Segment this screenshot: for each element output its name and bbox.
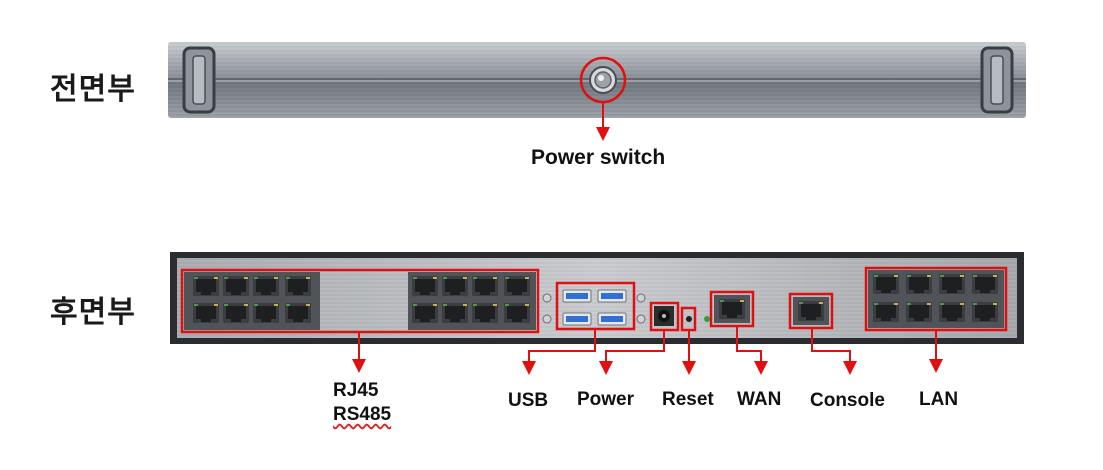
- rj45-label: RJ45: [333, 380, 379, 401]
- front-side-label: 전면부: [50, 72, 136, 107]
- front-panel: [168, 42, 1026, 118]
- right-rack-handle: [980, 46, 1014, 114]
- power-jack: [654, 306, 674, 326]
- usb-label: USB: [508, 390, 549, 411]
- wan-highlight: [709, 290, 755, 328]
- rear-side-label: 후면부: [50, 295, 136, 330]
- power-label: Power: [577, 389, 635, 410]
- callout-arrows: [352, 326, 943, 375]
- rj45-rs485-port-block-right: [408, 272, 536, 330]
- wan-arrow: [736, 326, 768, 375]
- usb-ports: [542, 289, 646, 326]
- console-label: Console: [810, 390, 885, 411]
- left-rack-handle: [182, 46, 216, 114]
- reset-button: [686, 316, 710, 322]
- power-switch-label: Power switch: [531, 146, 666, 169]
- console-arrow: [811, 328, 857, 375]
- lan-port-block: [868, 270, 1004, 328]
- rj45-rs485-port-block-left: [184, 272, 320, 330]
- power-arrow: [599, 330, 665, 375]
- lan-label: LAN: [919, 389, 959, 410]
- wan-port: [714, 295, 750, 323]
- power-switch-button[interactable]: [589, 66, 617, 94]
- reset-label: Reset: [662, 389, 714, 410]
- rs485-label: RS485: [333, 404, 392, 425]
- wan-label: WAN: [737, 389, 782, 410]
- usb-arrow: [522, 329, 596, 375]
- console-port: [793, 297, 829, 325]
